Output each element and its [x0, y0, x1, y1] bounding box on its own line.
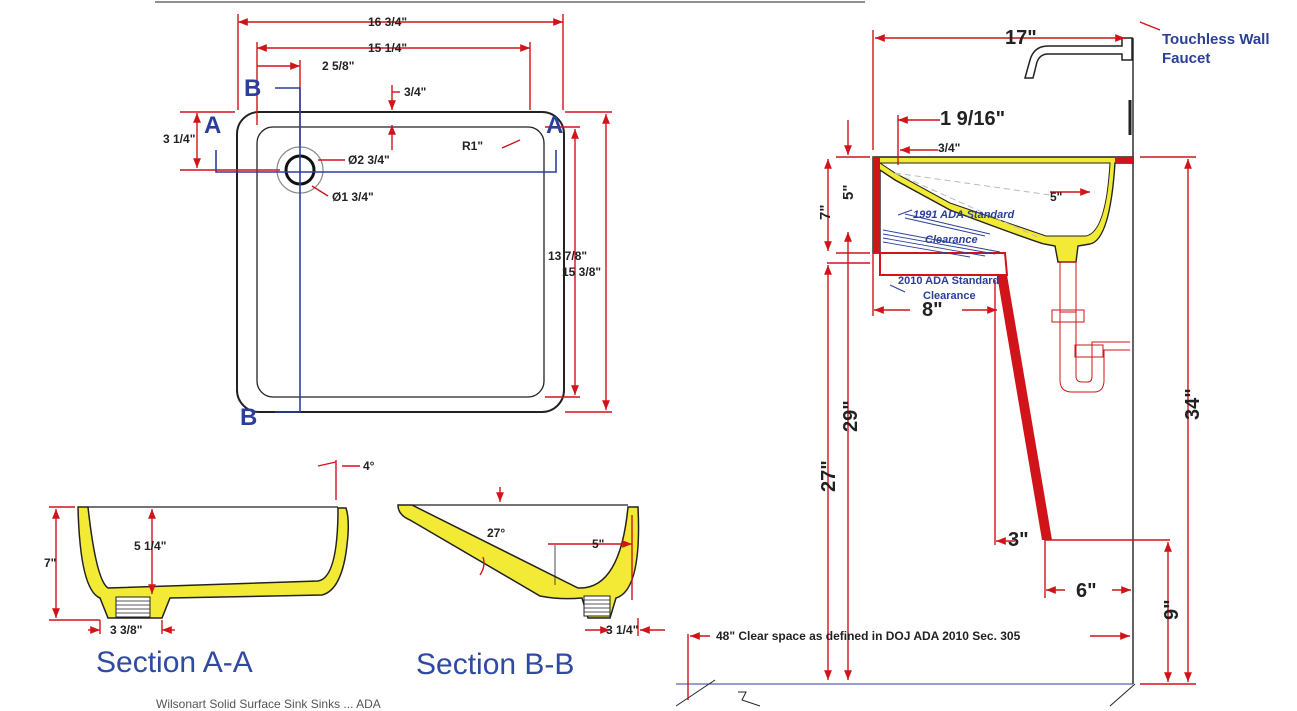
- dim-aa-angle: 4°: [363, 459, 375, 473]
- sink-inner-outline: [256, 126, 545, 398]
- dim-overall-depth: 15 3/8": [562, 265, 601, 279]
- ada-1991-label-line2: Clearance: [925, 234, 978, 246]
- dim-aa-drain: 3 3/8": [110, 623, 142, 637]
- faucet-icon: [1024, 37, 1133, 79]
- section-mark-b-top: B: [244, 75, 261, 102]
- bottom-caption: Wilsonart Solid Surface Sink Sinks ... A…: [156, 697, 381, 711]
- section-aa-title: Section A-A: [96, 646, 253, 679]
- dim-aa-depth: 7": [44, 556, 56, 570]
- faucet-label-line2: Faucet: [1162, 50, 1210, 67]
- dim-overall-width: 16 3/4": [368, 15, 407, 29]
- dim-bb-drain: 3 1/4": [606, 623, 638, 637]
- section-bb-shell: [397, 504, 640, 619]
- dim-drain-y: 3 1/4": [163, 132, 195, 146]
- dim-elev-reach: 17": [1005, 27, 1037, 49]
- clear-space-note: 48" Clear space as defined in DOJ ADA 20…: [716, 629, 1021, 643]
- dim-elev-apron-h: 29": [840, 400, 862, 432]
- elevation-view: 17" 1 9/16" 3/4" 5" 7" 5" 8" 29" 27" 34"…: [675, 21, 1270, 707]
- dim-elev-toe-depth: 6": [1076, 580, 1097, 602]
- section-aa-shell: [77, 506, 350, 619]
- dim-elev-knee-h: 27": [818, 460, 840, 492]
- dim-elev-front-lip: 1 9/16": [940, 108, 1005, 130]
- dim-drain-inner: Ø1 3/4": [332, 190, 374, 204]
- section-bb-title: Section B-B: [416, 648, 575, 681]
- ada-2010-label-line2: Clearance: [923, 290, 976, 302]
- dim-bb-slope: 27°: [487, 526, 505, 540]
- dim-inner-depth: 13 7/8": [548, 249, 587, 263]
- dim-inner-width: 15 1/4": [368, 41, 407, 55]
- dim-elev-depth-7: 7": [817, 205, 834, 220]
- section-bb-drain: [583, 595, 611, 617]
- dim-elev-depth-5: 5": [840, 185, 857, 200]
- dim-elev-total-h: 34": [1182, 388, 1204, 420]
- dim-bb-offset: 5": [592, 537, 604, 551]
- dim-elev-lip-thk: 3/4": [938, 141, 960, 155]
- ada-1991-label-line1: 1991 ADA Standard: [913, 209, 1015, 221]
- dim-aa-inner-depth: 5 1/4": [134, 539, 166, 553]
- plan-view: A A B B 16 3/4" 15 1/4" 2 5/8" 3/4" 3 1/…: [155, 1, 865, 431]
- ada-2010-label-line1: 2010 ADA Standard: [898, 275, 999, 287]
- drain-pipe: [1051, 261, 1130, 393]
- dim-drain-outer: Ø2 3/4": [348, 153, 390, 167]
- dim-elev-toe-h: 9": [1161, 599, 1183, 620]
- dim-drain-offset: 2 5/8": [322, 59, 354, 73]
- section-mark-b-bottom: B: [240, 404, 257, 431]
- knee-clearance-slope: [997, 275, 1052, 540]
- section-mark-a-left: A: [204, 112, 221, 139]
- section-mark-a-right: A: [546, 112, 563, 139]
- dim-elev-toe: 3": [1008, 529, 1029, 551]
- sink-outer-outline: [236, 111, 565, 413]
- dim-elev-bowl-offset: 5": [1050, 190, 1062, 204]
- section-bb-view: 27° 5" 3 1/4": [397, 487, 665, 637]
- faucet-label-line1: Touchless Wall: [1162, 31, 1270, 48]
- dim-radius: R1": [462, 139, 483, 153]
- dim-elev-knee: 8": [922, 299, 943, 321]
- section-aa-drain: [115, 596, 151, 618]
- section-aa-view: 7" 5 1/4" 3 3/8" 4°: [44, 459, 375, 637]
- dim-rim-top: 3/4": [404, 85, 426, 99]
